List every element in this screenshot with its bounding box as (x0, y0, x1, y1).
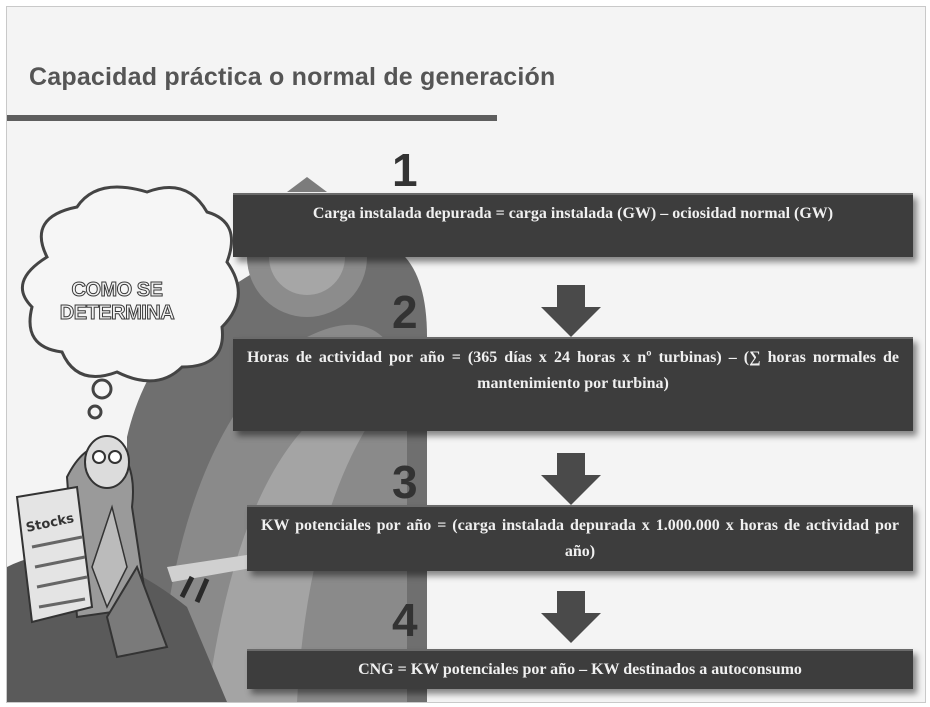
down-arrow-icon (541, 285, 601, 337)
cartoon-man (15, 435, 169, 659)
step-box-3: KW potenciales por año = (carga instalad… (247, 505, 913, 571)
step-box-4: CNG = KW potenciales por año – KW destin… (247, 649, 913, 689)
slide: Capacidad práctica o normal de generació… (6, 6, 926, 703)
step-box-2: Horas de actividad por año = (365 días x… (233, 337, 913, 431)
step-box-1: Carga instalada depurada = carga instala… (233, 193, 913, 257)
step-number-2: 2 (392, 286, 418, 338)
thought-bubble (21, 185, 240, 420)
step-number-3: 3 (392, 456, 418, 508)
step-number-1: 1 (392, 144, 418, 196)
slide-title: Capacidad práctica o normal de generació… (29, 63, 556, 91)
title-underline (7, 115, 497, 121)
down-arrow-icon (541, 453, 601, 505)
down-arrow-icon (541, 591, 601, 643)
step-number-4: 4 (392, 594, 418, 646)
bubble-text: COMO SE DETERMINA (59, 279, 175, 325)
